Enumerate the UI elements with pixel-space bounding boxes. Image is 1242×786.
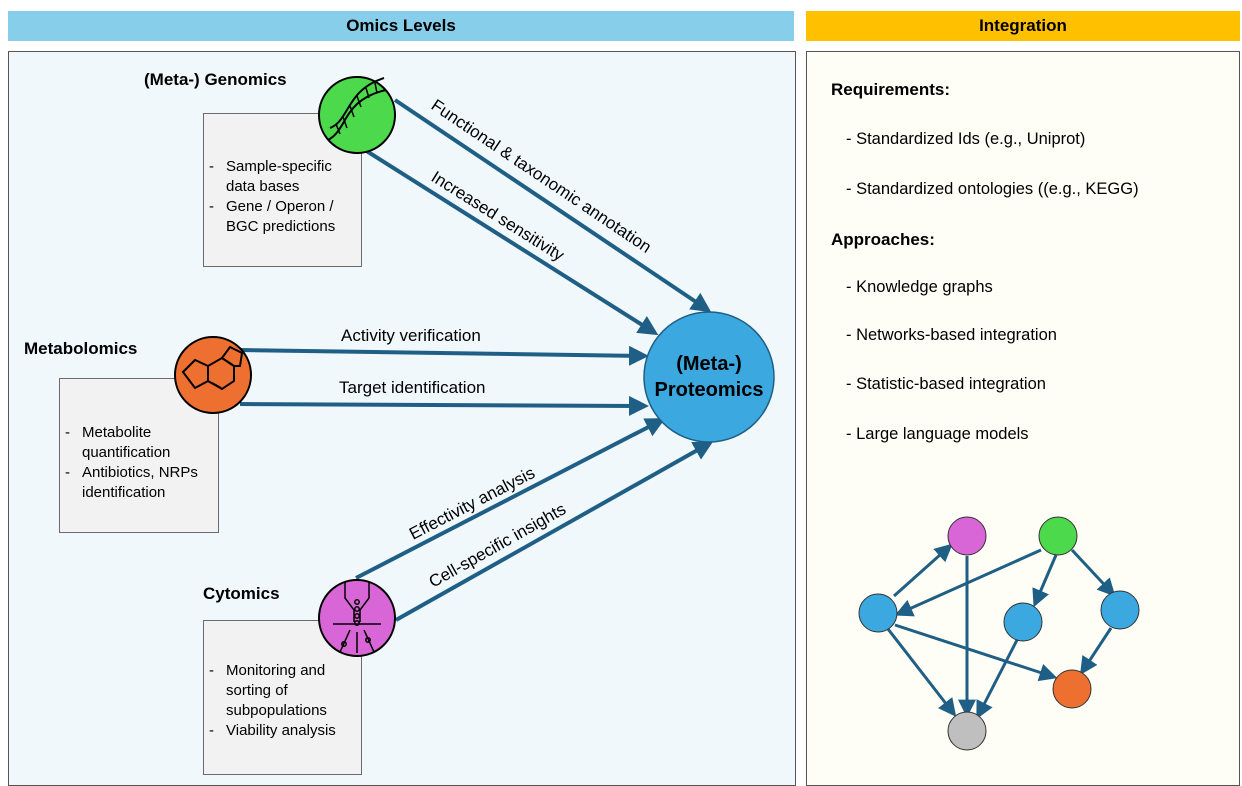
requirements-title: Requirements: bbox=[831, 80, 951, 99]
graph-node-green bbox=[1038, 516, 1078, 556]
proteomics-label-line1: (Meta-) bbox=[676, 353, 742, 375]
flow-cytometer-icon bbox=[318, 579, 396, 657]
label-activity: Activity verification bbox=[341, 326, 481, 345]
metabolomics-item: Antibiotics, NRPs identification bbox=[60, 463, 218, 503]
proteomics-label-line2: Proteomics bbox=[655, 379, 764, 401]
arrow-sensitivity bbox=[363, 148, 659, 336]
proteomics-node bbox=[643, 311, 775, 443]
graph-node-orange bbox=[1052, 669, 1092, 709]
molecule-icon bbox=[174, 336, 252, 414]
graph-edge bbox=[894, 623, 1058, 682]
arrow-activity bbox=[239, 345, 649, 366]
genomics-title: (Meta-) Genomics bbox=[144, 70, 287, 89]
graph-node-pink bbox=[947, 516, 987, 556]
omics-levels-header: Omics Levels bbox=[8, 11, 794, 41]
metabolomics-box: Metabolite quantification Antibiotics, N… bbox=[59, 378, 219, 533]
approaches-title: Approaches: bbox=[831, 230, 935, 249]
approach-item: Statistic-based integration bbox=[846, 375, 1046, 394]
requirement-item: Standardized ontologies ((e.g., KEGG) bbox=[846, 180, 1138, 199]
genomics-item: Sample-specific data bases bbox=[204, 157, 361, 197]
graph-edge bbox=[1070, 548, 1116, 597]
arrow-functional bbox=[393, 98, 712, 313]
approach-item: Large language models bbox=[846, 425, 1028, 444]
requirement-item: Standardized Ids (e.g., Uniprot) bbox=[846, 130, 1085, 149]
dna-icon bbox=[318, 76, 396, 154]
graph-node-blue bbox=[1003, 602, 1043, 642]
genomics-item: Gene / Operon / BGC predictions bbox=[204, 197, 361, 237]
graph-node-blue bbox=[858, 593, 898, 633]
cytomics-item: Viability analysis bbox=[204, 721, 336, 741]
metabolomics-item: Metabolite quantification bbox=[60, 423, 218, 463]
integration-panel bbox=[806, 51, 1240, 786]
graph-edge bbox=[976, 639, 1019, 720]
metabolomics-title: Metabolomics bbox=[24, 339, 138, 358]
arrow-cell bbox=[395, 441, 714, 622]
graph-node-blue bbox=[1100, 590, 1140, 630]
cytomics-title: Cytomics bbox=[203, 584, 280, 603]
arrow-target bbox=[239, 395, 649, 416]
graph-edge bbox=[886, 628, 957, 717]
approach-item: Networks-based integration bbox=[846, 326, 1057, 345]
label-target: Target identification bbox=[339, 378, 485, 397]
graph-node-gray bbox=[947, 711, 987, 751]
cytomics-item: Monitoring and sorting of subpopulations bbox=[204, 661, 336, 721]
integration-header: Integration bbox=[806, 11, 1240, 41]
approach-item: Knowledge graphs bbox=[846, 278, 993, 297]
graph-edge bbox=[894, 548, 1042, 617]
graph-edge bbox=[1032, 554, 1058, 608]
arrow-effectivity bbox=[355, 418, 666, 580]
graph-edge bbox=[893, 543, 953, 598]
graph-edge bbox=[1080, 627, 1113, 676]
